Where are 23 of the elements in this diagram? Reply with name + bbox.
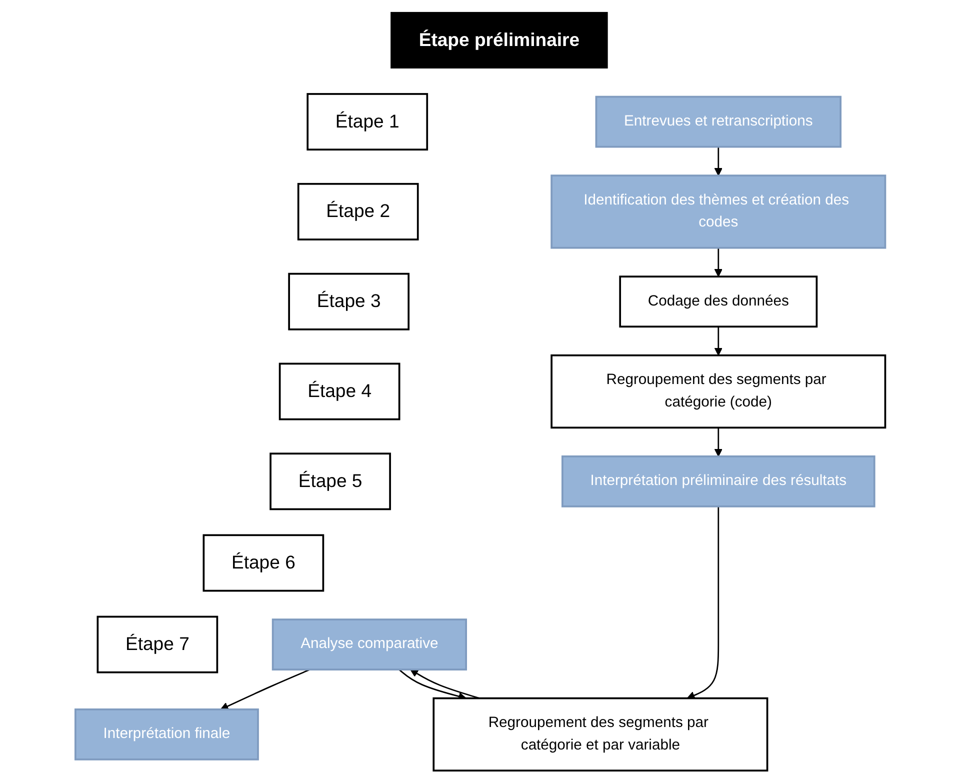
node-box: Codage des données	[619, 276, 818, 328]
node-box: Étape préliminaire	[390, 12, 608, 68]
arrow	[714, 326, 723, 356]
node-box: Interprétation finale	[74, 708, 260, 760]
arrow	[687, 506, 720, 700]
arrow	[220, 668, 311, 710]
node-box: Identification des thèmes et création des codes	[550, 174, 886, 249]
node-box: Étape 1	[306, 93, 428, 151]
arrow	[714, 248, 723, 277]
node-box: Étape 6	[202, 534, 324, 592]
arrow	[410, 669, 480, 699]
node-box: Regroupement des segments par catégorie (code)	[550, 354, 886, 429]
node-box: Interprétation préliminaire des résultats	[562, 455, 876, 508]
arrow	[714, 146, 723, 176]
node-box: Étape 4	[279, 362, 400, 420]
arrow	[714, 428, 723, 457]
node-box: Entrevues et retranscriptions	[595, 96, 842, 148]
node-box: Étape 3	[288, 272, 410, 330]
node-box: Analyse comparative	[272, 618, 468, 670]
node-box: Regroupement des segments par catégorie et par variable	[432, 697, 768, 772]
node-box: Étape 7	[96, 616, 218, 674]
node-box: Étape 2	[298, 182, 419, 240]
node-box: Étape 5	[270, 452, 392, 510]
